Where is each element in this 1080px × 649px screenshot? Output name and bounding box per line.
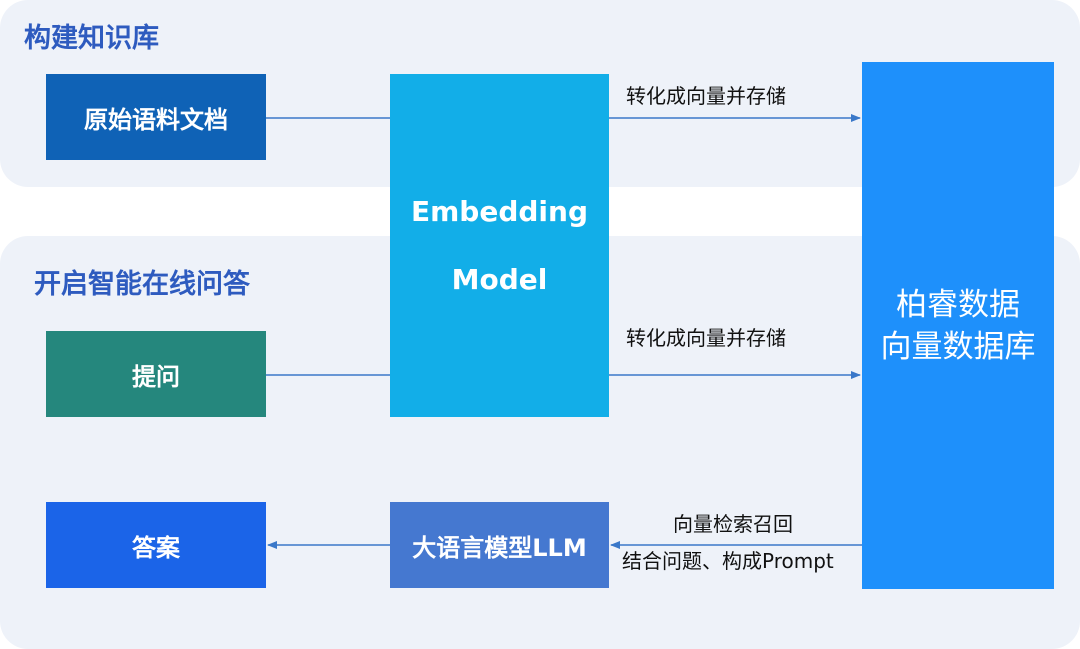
edge-label-retrieve: 向量检索召回: [673, 512, 793, 536]
embedding-label-line2: Model: [451, 262, 548, 296]
edge-label-store-top: 转化成向量并存储: [626, 84, 786, 108]
edge-label-compose-prompt: 结合问题、构成Prompt: [622, 549, 834, 573]
llm-label: 大语言模型LLM: [412, 533, 587, 562]
answer-label: 答案: [132, 533, 180, 562]
edge-label-store-bottom: 转化成向量并存储: [626, 326, 786, 350]
online-qa-title: 开启智能在线问答: [34, 269, 250, 300]
raw-docs-label: 原始语料文档: [84, 105, 228, 134]
vector-db-label-line2: 向量数据库: [880, 328, 1036, 365]
question-label: 提问: [132, 362, 180, 391]
llm-node: 大语言模型LLM: [390, 502, 609, 588]
vector-db-label-line1: 柏睿数据: [896, 286, 1020, 323]
answer-node: 答案: [46, 502, 266, 588]
vector-database-node: 柏睿数据 向量数据库: [862, 62, 1054, 589]
embedding-label-line1: Embedding: [411, 194, 588, 228]
question-node: 提问: [46, 331, 266, 417]
raw-docs-node: 原始语料文档: [46, 74, 266, 160]
build-knowledge-base-title: 构建知识库: [24, 23, 159, 54]
embedding-model-node: Embedding Model: [390, 74, 609, 417]
